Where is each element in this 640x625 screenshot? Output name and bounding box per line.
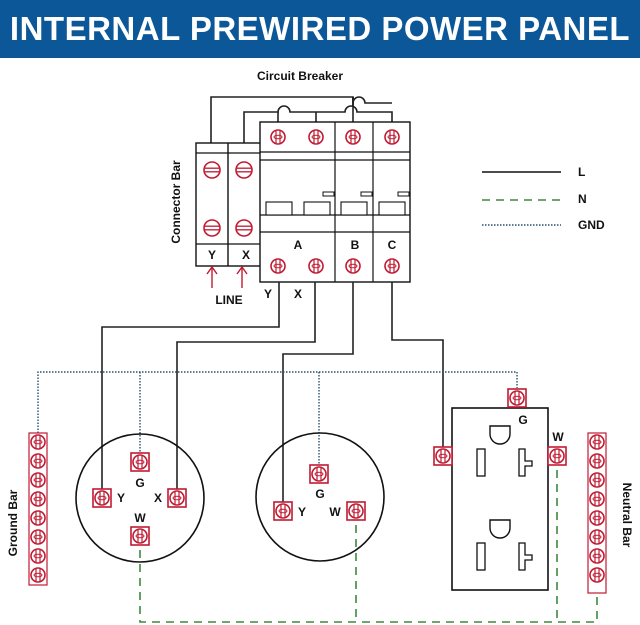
neutral-bar <box>587 432 607 594</box>
terminal-w <box>347 502 365 520</box>
terminal-y <box>274 502 292 520</box>
terminal-w <box>131 527 149 545</box>
ground-slot-icon <box>489 519 511 539</box>
terminal-y-label: Y <box>298 505 306 519</box>
breaker-b-label: B <box>351 238 360 252</box>
breaker-screw <box>270 258 286 274</box>
breaker-screw <box>345 258 361 274</box>
line-label: LINE <box>215 293 242 307</box>
terminal-hot <box>434 447 452 465</box>
terminal-w-label: W <box>329 505 341 519</box>
circuit-breaker: A B C <box>259 121 411 283</box>
breaker-screw <box>345 129 361 145</box>
breaker-a-label: A <box>294 238 303 252</box>
receptacle-4-wire: G Y X W <box>75 433 205 563</box>
breaker-screw <box>308 129 324 145</box>
hot-wires <box>101 282 444 511</box>
terminal-g-label: G <box>315 487 324 501</box>
terminal-x <box>168 489 186 507</box>
neutral-wires <box>139 456 598 623</box>
connector-bar: Y X <box>195 142 263 267</box>
output-y-label: Y <box>264 287 272 301</box>
connector-screw <box>235 161 253 179</box>
legend: L N GND <box>482 165 605 232</box>
receptacle-3-wire: G Y W <box>255 432 385 562</box>
hot-slot-icon <box>476 542 486 571</box>
connector-screw <box>203 161 221 179</box>
connector-bar-label: Connector Bar <box>169 160 183 244</box>
connector-x-label: X <box>242 248 250 262</box>
neutral-bar-label: Neutral Bar <box>620 483 634 548</box>
title-banner: INTERNAL PREWIRED POWER PANEL <box>0 0 640 58</box>
output-x-label: X <box>294 287 302 301</box>
duplex-outlet: G W <box>434 389 566 591</box>
breaker-screw <box>384 258 400 274</box>
breaker-screw <box>384 129 400 145</box>
neutral-slot-icon <box>518 542 533 571</box>
connector-y-label: Y <box>208 248 216 262</box>
terminal-w-label: W <box>552 430 564 444</box>
terminal-g-label: G <box>135 476 144 490</box>
legend-label-l: L <box>578 165 585 179</box>
terminal-x-label: X <box>154 491 162 505</box>
terminal-g <box>310 465 328 483</box>
terminal-g <box>508 389 526 407</box>
neutral-slot-icon <box>518 448 533 477</box>
ground-bar-label: Ground Bar <box>6 489 20 556</box>
line-arrows <box>206 265 248 288</box>
terminal-y-label: Y <box>117 491 125 505</box>
circuit-breaker-label: Circuit Breaker <box>257 69 343 83</box>
ground-wires <box>37 371 518 470</box>
terminal-g-label: G <box>518 413 527 427</box>
terminal-w-label: W <box>134 511 146 525</box>
hot-slot-icon <box>476 448 486 477</box>
legend-label-n: N <box>578 192 587 206</box>
connector-screw <box>235 219 253 237</box>
breaker-screw <box>308 258 324 274</box>
feed-wires <box>210 96 393 143</box>
terminal-w <box>548 447 566 465</box>
terminal-g <box>131 453 149 471</box>
breaker-screw <box>270 129 286 145</box>
breaker-c-label: C <box>388 238 397 252</box>
legend-label-gnd: GND <box>578 218 605 232</box>
page-title: INTERNAL PREWIRED POWER PANEL <box>9 10 631 47</box>
terminal-y <box>93 489 111 507</box>
connector-screw <box>203 219 221 237</box>
ground-bar <box>28 432 48 586</box>
ground-slot-icon <box>489 425 511 445</box>
